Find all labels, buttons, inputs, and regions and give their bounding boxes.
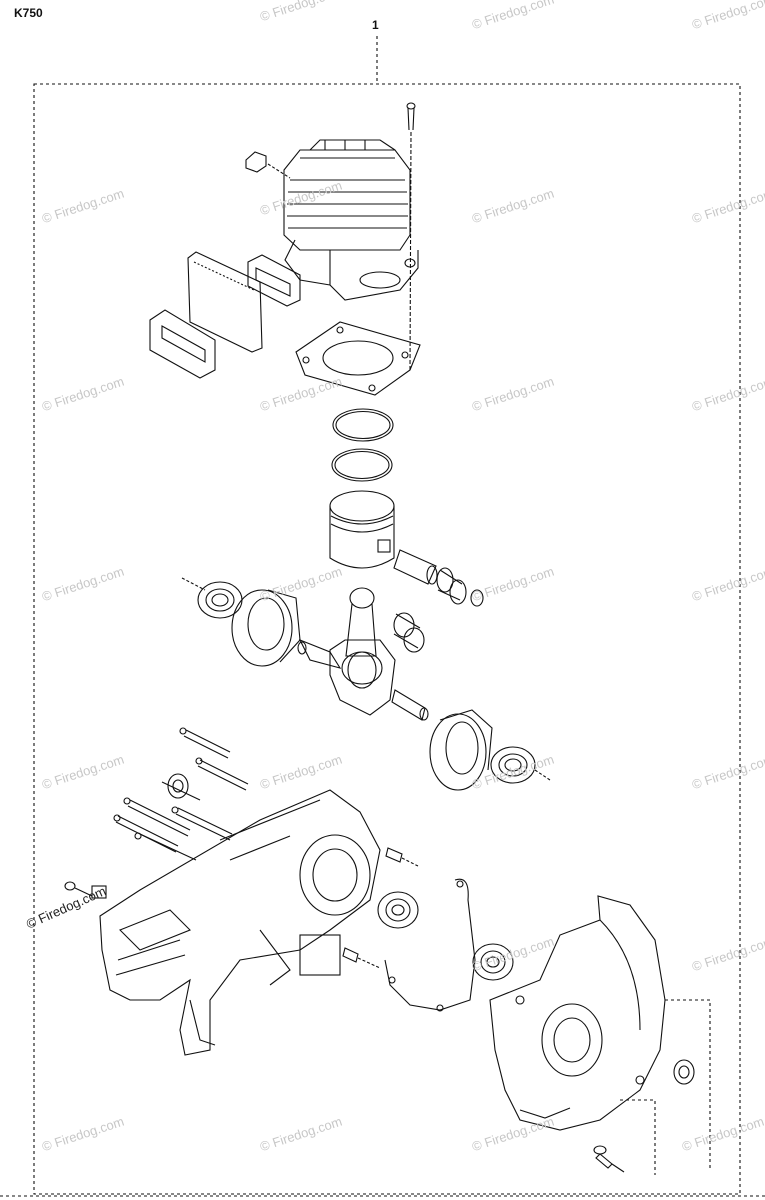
oil-seal-left [167, 773, 189, 799]
needle-bearing-large [393, 612, 425, 653]
piston-pin [393, 549, 438, 585]
piston-ring-lower-inner [334, 450, 390, 480]
main-bearing-far [472, 943, 514, 981]
heat-shield [187, 251, 263, 353]
cylinder-base-gasket [295, 321, 421, 396]
screw-top-left [64, 881, 107, 899]
muffler-gasket [149, 309, 216, 379]
crankshaft-flywheel-left [231, 589, 301, 667]
kit-boundary-frame [33, 83, 741, 1195]
piston-ring-upper [332, 408, 394, 442]
cylinder [283, 139, 419, 301]
dowel-pin-lower [342, 947, 381, 969]
needle-bearing-small [436, 567, 467, 605]
spark-plug-nut [245, 151, 291, 179]
main-bearing-center [377, 891, 419, 929]
dowel-pin-upper [385, 847, 419, 867]
crankshaft-flywheel-right [429, 709, 493, 791]
main-bearing-right [490, 746, 551, 784]
callout-number: 1 [372, 18, 379, 32]
cylinder-bolt [406, 102, 416, 371]
piston-ring-lower [331, 448, 393, 482]
right-bracket-leaders [620, 999, 711, 1175]
connecting-rod [341, 587, 383, 685]
crankcase-left-half [99, 789, 381, 1056]
main-bearing-left [197, 581, 243, 619]
piston [329, 490, 395, 569]
crankcase-gasket [384, 878, 476, 1012]
crankcase-screw-bottom [593, 1145, 625, 1173]
crankshaft [297, 638, 429, 721]
piston-pin-clip [470, 589, 484, 607]
crankcase-right-half [489, 895, 666, 1131]
oil-seal-right [673, 1059, 695, 1085]
crankcase-bolts [113, 727, 249, 861]
exhaust-gasket [247, 254, 301, 307]
piston-ring-upper-inner [335, 410, 391, 440]
model-label: K750 [14, 6, 43, 20]
